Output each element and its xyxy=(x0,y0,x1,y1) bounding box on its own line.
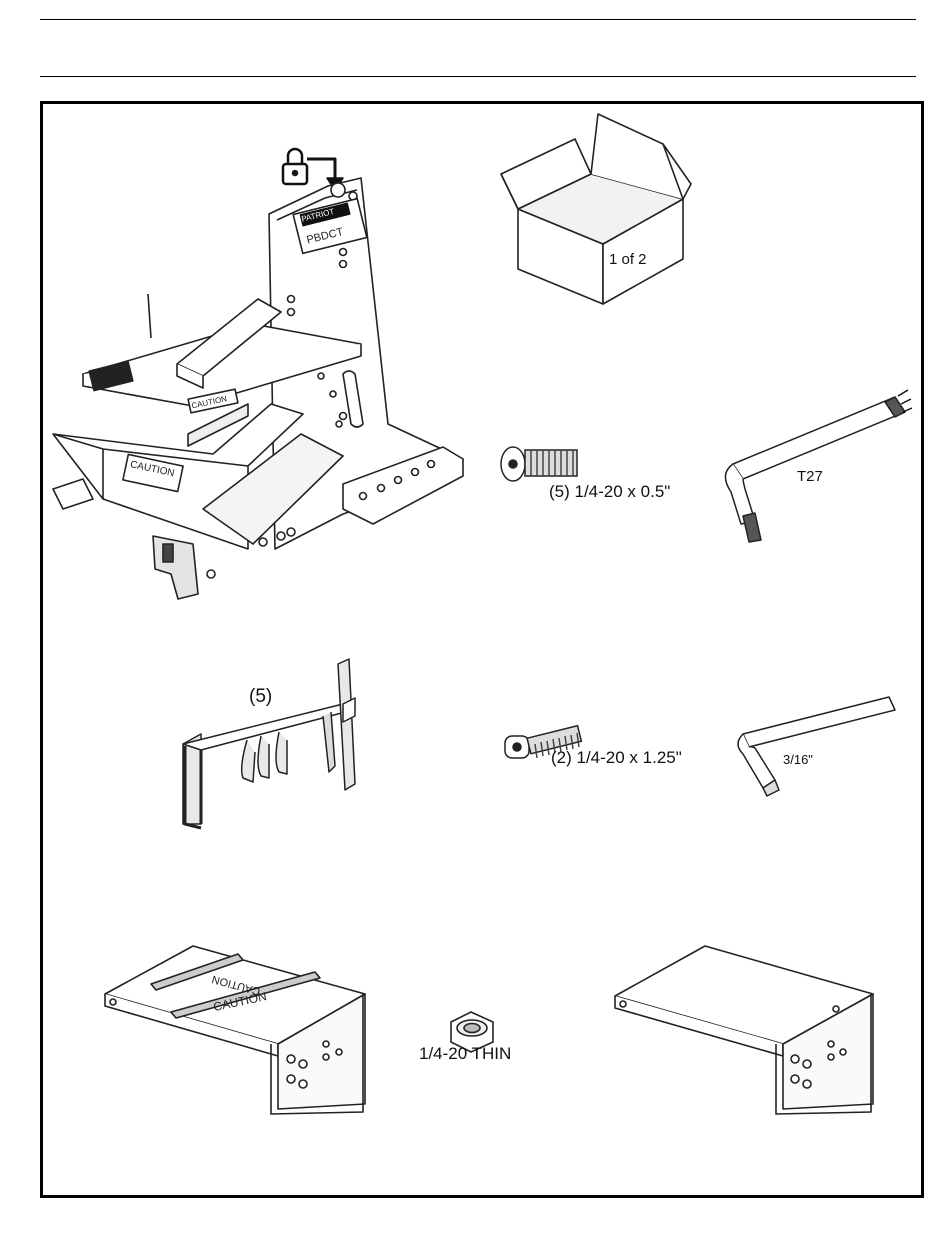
parts-panel: PATRIOT PBDCT CAUTION xyxy=(40,101,924,1198)
header-top-rule xyxy=(40,19,916,20)
box-illustration xyxy=(501,114,691,304)
tray-left-illustration xyxy=(105,946,365,1114)
torx-key-label: T27 xyxy=(797,468,823,485)
hex-key-label: 3/16" xyxy=(783,752,813,767)
header-bottom-rule xyxy=(40,76,916,77)
bracket-count: (5) xyxy=(249,686,272,707)
short-screw-icon xyxy=(501,447,577,481)
mount-assembly: PATRIOT PBDCT CAUTION xyxy=(53,149,463,599)
hex-key-icon xyxy=(738,697,895,796)
parts-illustration: PATRIOT PBDCT CAUTION xyxy=(43,104,921,1195)
nut-label: 1/4-20 THIN xyxy=(419,1044,511,1064)
short-screw-label: (5) 1/4-20 x 0.5" xyxy=(549,482,670,502)
bracket-illustration xyxy=(183,659,355,828)
long-screw-label: (2) 1/4-20 x 1.25" xyxy=(551,748,682,768)
box-label: 1 of 2 xyxy=(609,251,647,268)
tray-right-illustration xyxy=(615,946,873,1114)
torx-key-icon xyxy=(725,390,912,542)
